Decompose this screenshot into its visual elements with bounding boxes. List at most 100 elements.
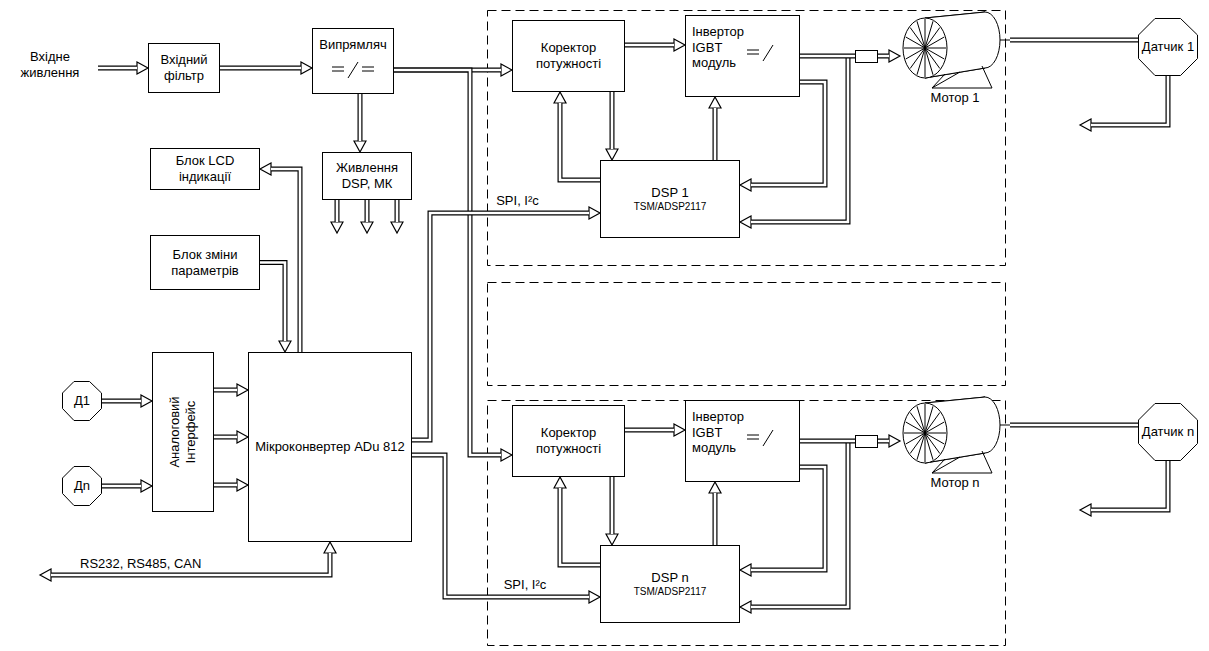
bus-outline	[1010, 38, 1138, 43]
dsp-box: DSP nTSM/ADSP2117	[600, 545, 740, 623]
params-box: Блок зміни параметрів	[150, 235, 260, 290]
group-frame	[488, 11, 1006, 646]
bus-inner	[359, 94, 362, 141]
bus-arrow	[612, 477, 613, 534]
bus-inner	[751, 82, 825, 185]
input-label: Вхідне живлення	[2, 49, 98, 80]
box-label: DSP n	[651, 570, 688, 586]
box-label: Мотор 1	[930, 90, 979, 106]
motor-illustration	[903, 12, 1010, 473]
box-label: Інвертор IGBT модуль	[692, 409, 766, 456]
analog-interface-box: Аналоговий Інтерфейс	[152, 352, 214, 512]
box-label: Блок LCD індикації	[151, 153, 259, 184]
box-label: Випрямляч	[319, 37, 386, 53]
bus-arrow	[560, 488, 600, 565]
bus-arrow	[1010, 425, 1138, 426]
bus-inner	[102, 400, 141, 403]
bus-inner	[220, 67, 301, 70]
bus-outline	[560, 488, 600, 565]
sensor-octagon: Д1	[62, 381, 102, 421]
input-arrow	[95, 68, 137, 69]
box-label: Живлення DSP, МК	[323, 160, 411, 191]
bus-arrow	[260, 263, 285, 342]
bus-arrow	[625, 45, 674, 46]
bus-inner	[560, 103, 600, 180]
microconverter-box: Мікроконвертер ADu 812	[248, 352, 412, 542]
bus-outline	[625, 428, 674, 433]
box-label: Дn	[74, 478, 90, 494]
bus-inner	[260, 263, 285, 342]
bus-inner	[751, 467, 825, 570]
bus-outline	[220, 66, 301, 71]
bus-arrow	[751, 467, 825, 570]
box-label: Коректор потужності	[513, 40, 624, 71]
sensor-octagon: Датчик n	[1138, 403, 1198, 461]
sensor-octagon: Дn	[62, 466, 102, 506]
bus-arrow	[1010, 40, 1138, 41]
box-label: Інвертор IGBT модуль	[692, 24, 766, 71]
feedback-line	[751, 56, 848, 607]
filter-box: Вхідний фільтр	[148, 43, 220, 93]
motor: Мотор n	[900, 393, 1010, 491]
corrector-box: Коректор потужності	[512, 20, 625, 92]
power-box: Живлення DSP, МК	[322, 152, 412, 200]
bus-arrow	[220, 68, 301, 69]
bus-inner	[102, 485, 141, 488]
box-label: Мотор n	[930, 475, 979, 491]
bus-outline	[751, 82, 825, 185]
lcd-box: Блок LCD індикації	[150, 148, 260, 190]
motor: Мотор 1	[900, 8, 1010, 106]
bus-arrow	[715, 493, 716, 545]
bus-arrow	[102, 401, 141, 402]
box-label: DSP 1	[651, 185, 688, 201]
rectifier-box: Випрямляч	[312, 28, 394, 94]
bus-outline	[102, 484, 141, 489]
bus-outline	[751, 467, 825, 570]
bus-inner	[1010, 424, 1138, 427]
bus-outline	[260, 263, 285, 342]
rectifier-symbol	[328, 59, 378, 81]
bus-inner	[714, 108, 717, 160]
bus-outline	[713, 493, 718, 545]
bus-inner	[714, 493, 717, 545]
bus-inner	[611, 92, 614, 149]
bus-arrow	[751, 82, 825, 185]
output-filter	[856, 436, 878, 448]
box-label: Датчик 1	[1142, 39, 1194, 55]
dsp-box: DSP 1TSM/ADSP2117	[600, 160, 740, 238]
bus-outline	[214, 435, 237, 440]
bus-arrow	[360, 94, 361, 141]
bus-label: SPI, I²c	[502, 577, 549, 593]
bus-outline	[560, 103, 600, 180]
analog-bus	[214, 390, 237, 485]
bus-inner	[560, 488, 600, 565]
bus-inner	[625, 44, 674, 47]
bus-arrow	[102, 486, 141, 487]
inverter-box: Інвертор IGBT модуль	[685, 400, 800, 482]
bus-arrow	[715, 108, 716, 160]
inverter-symbol	[743, 427, 793, 449]
corrector-box: Коректор потужності	[512, 405, 625, 477]
bus-arrow	[625, 430, 674, 431]
box-label: Коректор потужності	[513, 425, 624, 456]
bus-outline	[610, 477, 615, 534]
box-label: Вхідний фільтр	[149, 52, 219, 83]
bus-inner	[611, 477, 614, 534]
sensor-octagon: Датчик 1	[1138, 18, 1198, 76]
box-label: Блок зміни параметрів	[151, 247, 259, 278]
bus-inner	[1010, 39, 1138, 42]
bus-label: RS232, RS485, CAN	[78, 556, 203, 572]
output-filter	[856, 51, 878, 63]
bus-label: SPI, I²c	[494, 193, 541, 209]
inverter-symbol	[743, 42, 793, 64]
inverter-box: Інвертор IGBT модуль	[685, 15, 800, 97]
bus-inner	[625, 429, 674, 432]
supply-outputs	[337, 200, 397, 222]
serial-bus	[51, 553, 330, 575]
bus-outline	[1010, 423, 1138, 428]
bus-outline	[358, 94, 363, 141]
bus-arrow	[612, 92, 613, 149]
bus-outline	[102, 399, 141, 404]
bus-inner	[214, 436, 237, 439]
box-label: Датчик n	[1142, 424, 1194, 440]
